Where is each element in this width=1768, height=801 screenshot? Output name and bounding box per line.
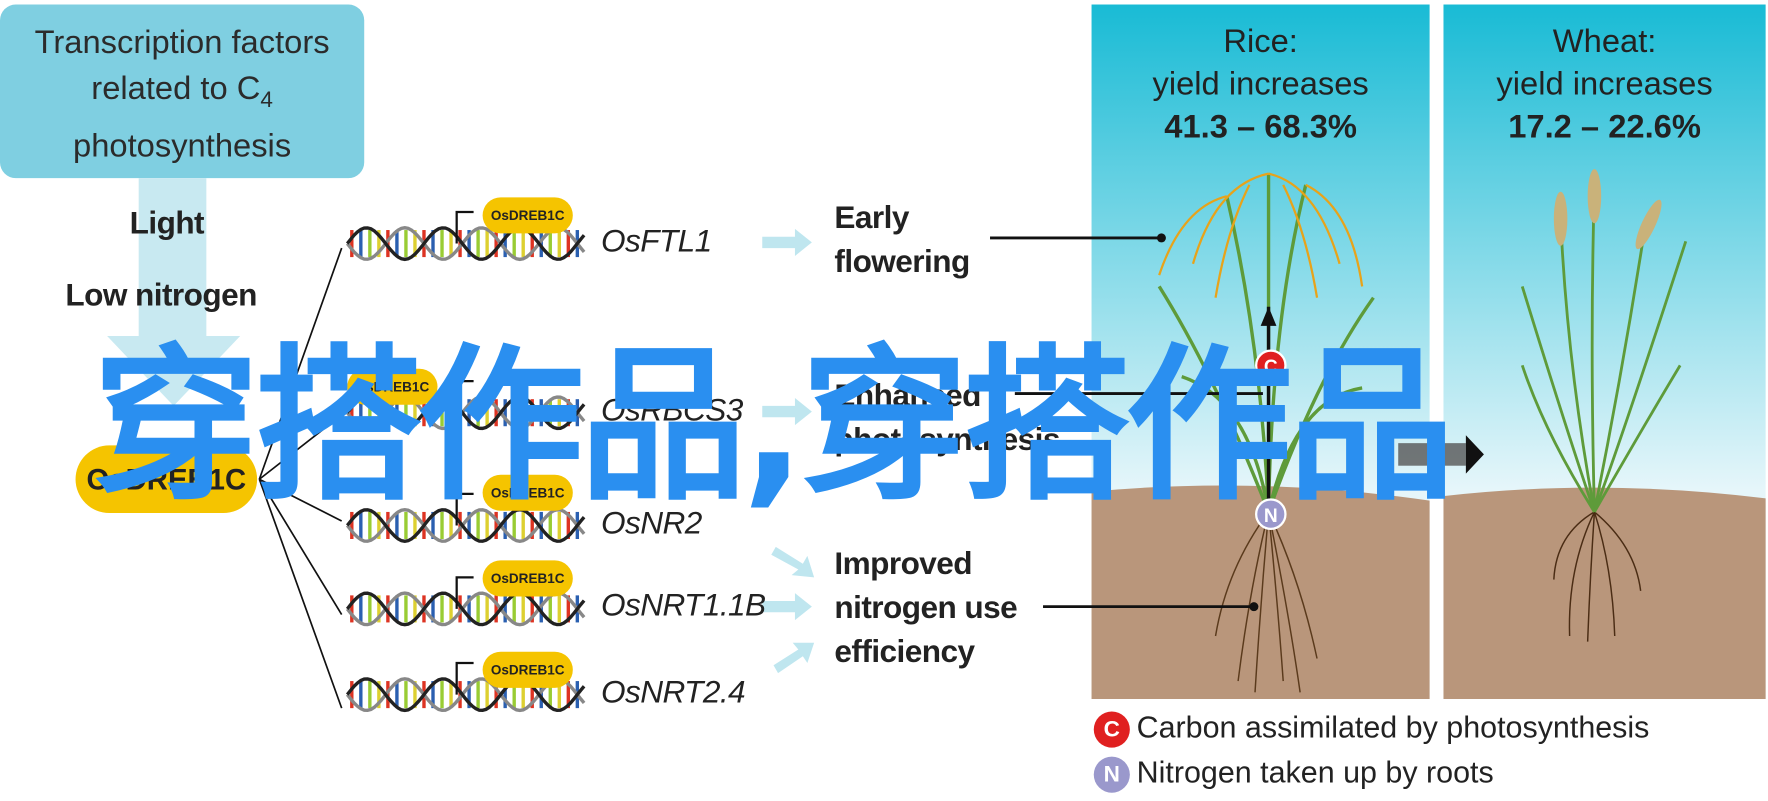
wheat-ears: [1553, 169, 1662, 250]
outcome-line: Early: [834, 199, 909, 235]
arrow-icon: [762, 398, 812, 426]
rice-yield-range: 41.3 – 68.3%: [1164, 109, 1358, 146]
gene-pill: OsDREB1C: [482, 651, 573, 688]
gene-pill: OsDREB1C: [482, 560, 573, 597]
nitrogen-legend-icon: N: [1093, 756, 1130, 793]
gene-name: OsNR2: [601, 505, 702, 541]
nitrogen-marker-icon: [1255, 498, 1287, 530]
outcome-line: photosynthesis: [834, 421, 1060, 457]
wheat-yield-range: 17.2 – 22.6%: [1508, 109, 1701, 146]
arrow-icon: [762, 593, 812, 621]
carbon-marker-icon: [1255, 349, 1287, 382]
main-factor-pill: OsDREB1C: [75, 445, 258, 514]
wheat-roots: [1553, 511, 1642, 642]
arrow-icon: [773, 642, 815, 674]
svg-text:N: N: [1264, 506, 1278, 527]
wheat-title: Wheat: yield increases 17.2 – 22.6%: [1443, 20, 1765, 149]
watermark: 穿搭作品,穿搭作品: [92, 329, 1454, 524]
rice-panel: C N Rice: yield increases 41.3 – 68.3%: [1091, 4, 1430, 700]
dna-helix-icon: [345, 210, 586, 262]
svg-text:C: C: [1264, 357, 1278, 378]
outcome-line: flowering: [834, 243, 970, 279]
tf-subscript: 4: [260, 87, 273, 113]
tf-line2-text: related to C: [91, 71, 261, 108]
compare-arrow: [1398, 443, 1466, 466]
carbon-legend-icon: C: [1093, 711, 1130, 748]
outcome-early-flowering: Early flowering: [834, 195, 970, 283]
dna-helix-icon: [345, 576, 586, 627]
outcome-photosynthesis: Enhanced photosynthesis: [834, 373, 1060, 461]
tf-line2: related to C4: [0, 67, 364, 124]
tf-line3: photosynthesis: [73, 128, 292, 165]
wheat-illustration: [1443, 4, 1766, 700]
outcome-nitrogen: Improved nitrogen use efficiency: [834, 541, 1017, 673]
rice-title-text: Rice:: [1223, 23, 1298, 60]
low-nitrogen-label: Low nitrogen: [65, 277, 257, 313]
down-arrow-shaft: [138, 178, 207, 342]
wheat-title-text: Wheat:: [1552, 23, 1657, 60]
down-arrow-head-icon: [107, 336, 241, 406]
rice-panicles: [1158, 172, 1364, 298]
dna-helix-icon: [345, 380, 586, 431]
rice-subtitle: yield increases: [1152, 66, 1369, 103]
transcription-factors-box: Transcription factors related to C4 phot…: [0, 4, 365, 179]
arrow-icon: [762, 228, 812, 256]
gene-pill: OsDREB1C: [482, 474, 573, 511]
outcome-line: efficiency: [834, 633, 975, 669]
outcome-line: Enhanced: [834, 377, 981, 413]
gene-pill: OsDREB1C: [347, 368, 438, 405]
rice-illustration: C N: [1091, 4, 1430, 700]
tf-line1: Transcription factors: [34, 24, 330, 61]
arrow-icon: [771, 546, 815, 578]
rice-title: Rice: yield increases 41.3 – 68.3%: [1092, 20, 1430, 149]
legend-label: Nitrogen taken up by roots: [1136, 755, 1494, 790]
compare-arrow-head-icon: [1465, 435, 1484, 474]
gene-name: OsRBCS3: [601, 392, 743, 428]
fan-lines: [258, 247, 343, 709]
legend-label: Carbon assimilated by photosynthesis: [1136, 710, 1650, 745]
light-label: Light: [129, 205, 205, 241]
blue-arrows: [762, 228, 815, 674]
rice-roots: [1214, 511, 1318, 693]
wheat-subtitle: yield increases: [1496, 66, 1713, 103]
outcome-line: nitrogen use: [834, 589, 1018, 625]
gene-name: OsNRT1.1B: [601, 587, 766, 623]
dna-helix-icon: [345, 492, 586, 543]
wheat-panel: Wheat: yield increases 17.2 – 22.6%: [1443, 4, 1766, 700]
gene-name: OsNRT2.4: [601, 674, 746, 710]
outcome-line: Improved: [834, 545, 973, 581]
gene-pill: OsDREB1C: [482, 197, 573, 234]
wheat-stems: [1520, 184, 1688, 513]
gene-name: OsFTL1: [601, 223, 712, 259]
